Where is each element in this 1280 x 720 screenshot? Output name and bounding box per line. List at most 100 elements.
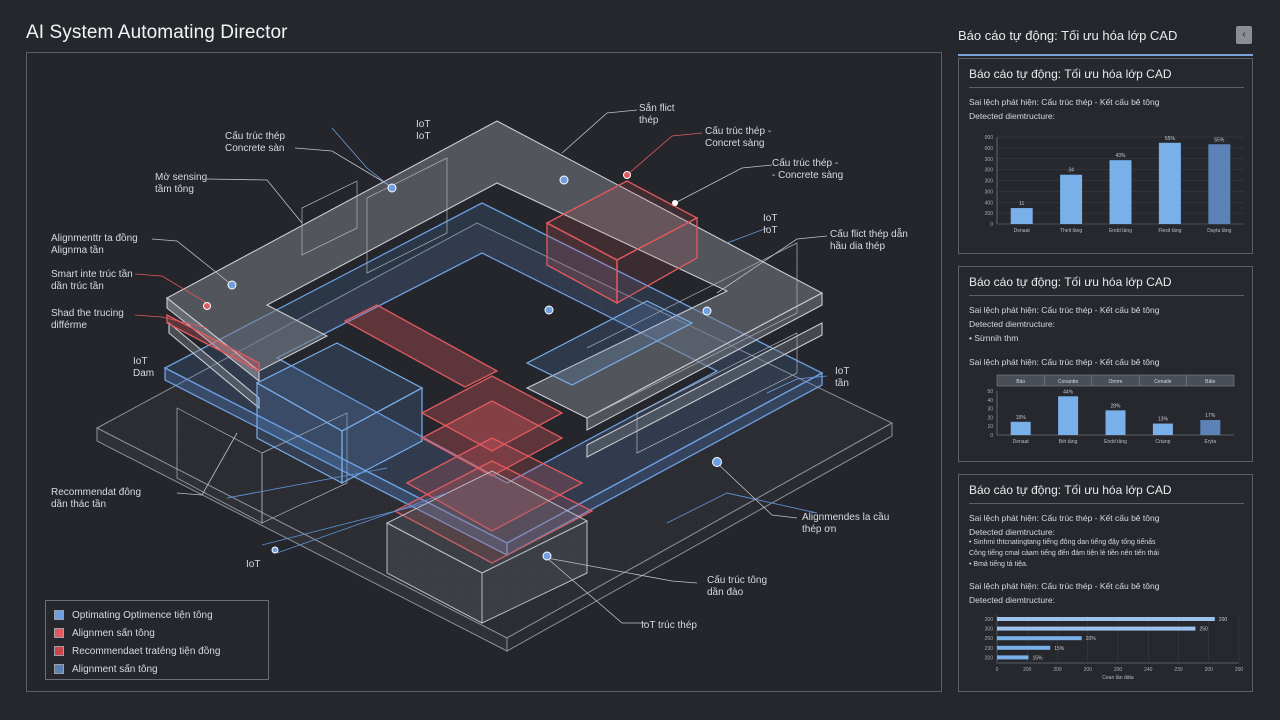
lower-box-structure bbox=[385, 470, 589, 624]
bar bbox=[997, 636, 1082, 641]
callout-iot-5[interactable]: IoT bbox=[246, 559, 261, 570]
card-subtitle: Sai lệch phát hiện: Cấu trúc thép - Kết … bbox=[969, 97, 1160, 107]
legend-swatch bbox=[54, 610, 64, 620]
iot-connection-lines bbox=[226, 467, 818, 554]
callout-steel-concrete-1[interactable]: Cấu trúc thép -Concret sàng bbox=[705, 126, 772, 149]
legend-label: Alignment sấn tông bbox=[72, 663, 158, 675]
legend-label: Optimating Optimence tiện tông bbox=[72, 609, 213, 621]
callout-iot-steel[interactable]: IoT trúc thép bbox=[641, 620, 697, 631]
legend-label: Recommendaet tratẻng tiện đồng bbox=[72, 645, 221, 657]
chevron-left-icon: ‹ bbox=[1242, 29, 1246, 40]
card-label: Detected diemtructure: bbox=[969, 111, 1055, 121]
callout-steel-concrete-2[interactable]: Cấu trúc thép -- Concrete sàng bbox=[772, 158, 844, 181]
bar bbox=[1010, 421, 1031, 435]
data-label: 20% bbox=[1086, 636, 1097, 642]
report-card-2[interactable]: Báo cáo tự động: Tối ưu hóa lớp CAD Sai … bbox=[958, 266, 1253, 462]
collapse-panel-button[interactable]: ‹ bbox=[1236, 26, 1252, 44]
card-label: Detected diemtructure: bbox=[969, 319, 1055, 329]
app-title: AI System Automating Director bbox=[26, 22, 288, 43]
x-tick-label: Dayta tầng bbox=[1207, 228, 1231, 234]
report-panel-header: Báo cáo tự động: Tối ưu hóa lớp CAD ‹ bbox=[958, 26, 1253, 56]
card-subtitle: Sai lệch phát hiện: Cấu trúc thép - Kết … bbox=[969, 513, 1160, 523]
bar bbox=[997, 655, 1029, 660]
data-label: 55% bbox=[1214, 137, 1225, 143]
card-bullet: • Bmá tiếng tả tiệa. bbox=[969, 561, 1028, 568]
facade-grid bbox=[176, 157, 798, 524]
data-label: 55% bbox=[1165, 136, 1176, 142]
x-tick-label: Denaat bbox=[1013, 439, 1030, 445]
report-panel-title: Báo cáo tự động: Tối ưu hóa lớp CAD bbox=[958, 28, 1178, 43]
x-tick-label: 200 bbox=[1053, 667, 1062, 673]
isometric-building-model[interactable] bbox=[27, 53, 943, 693]
iot-sensor-markers[interactable] bbox=[203, 171, 722, 561]
divider bbox=[969, 87, 1244, 88]
legend-item[interactable]: Alignment sấn tông bbox=[54, 660, 260, 678]
bar bbox=[1208, 144, 1231, 224]
upper-floor-slabs bbox=[166, 120, 824, 458]
y-tick-label: 200 bbox=[985, 617, 994, 623]
card-title: Báo cáo tự động: Tối ưu hóa lớp CAD bbox=[969, 67, 1172, 81]
y-tick-label: 40 bbox=[987, 398, 993, 404]
data-label: 200 bbox=[1219, 617, 1228, 623]
x-tick-label: Eryta bbox=[1204, 439, 1216, 445]
y-tick-label: 400 bbox=[985, 200, 994, 206]
x-tick-label: Endd tầng bbox=[1109, 228, 1132, 234]
y-tick-label: 300 bbox=[985, 189, 994, 195]
data-label: 28% bbox=[1110, 403, 1121, 409]
table-header-cell: Bảte bbox=[1205, 379, 1216, 385]
x-tick-label: Flesit tầng bbox=[1158, 228, 1181, 234]
legend-label: Alignmen sấn tông bbox=[72, 627, 155, 639]
x-tick-label: 230 bbox=[1174, 667, 1183, 673]
divider bbox=[969, 295, 1244, 296]
y-tick-label: 300 bbox=[985, 157, 994, 163]
y-tick-label: 30 bbox=[987, 407, 993, 413]
data-label: 15% bbox=[1032, 655, 1043, 661]
report-card-1[interactable]: Báo cáo tự động: Tối ưu hóa lớp CAD Sai … bbox=[958, 58, 1253, 254]
x-tick-label: Bét tầng bbox=[1059, 439, 1078, 445]
x-tick-label: 200 bbox=[1205, 667, 1214, 673]
table-header bbox=[996, 374, 1235, 387]
card-label-2: Detected diemtructure: bbox=[969, 595, 1055, 605]
y-tick-label: 200 bbox=[985, 211, 994, 217]
bar bbox=[1158, 142, 1181, 224]
card-title: Báo cáo tự động: Tối ưu hóa lớp CAD bbox=[969, 275, 1172, 289]
bar bbox=[997, 645, 1051, 650]
deviation-bar-chart: 020040030030030030000000011Denaat34Theit… bbox=[985, 135, 1244, 234]
divider bbox=[969, 503, 1244, 504]
card-bullet: Công tiếng cmal càam tiếng đến đám tiện … bbox=[969, 550, 1159, 557]
legend-item[interactable]: Recommendaet tratẻng tiện đồng bbox=[54, 642, 260, 660]
report-card-3[interactable]: Báo cáo tự động: Tối ưu hóa lớp CAD Sai … bbox=[958, 474, 1253, 692]
x-tick-label: Theit tầng bbox=[1060, 228, 1082, 234]
data-label: 43% bbox=[1115, 153, 1126, 159]
legend-swatch bbox=[54, 646, 64, 656]
legend-item[interactable]: Optimating Optimence tiện tông bbox=[54, 606, 260, 624]
bar bbox=[997, 626, 1196, 631]
y-tick-label: 20 bbox=[987, 415, 993, 421]
y-tick-label: 000 bbox=[985, 135, 994, 141]
legend-item[interactable]: Alignmen sấn tông bbox=[54, 624, 260, 642]
data-label: 17% bbox=[1205, 413, 1216, 419]
layer-legend: Optimating Optimence tiện tông Alignmen … bbox=[45, 600, 269, 680]
data-label: 11 bbox=[1019, 201, 1024, 207]
y-tick-label: 300 bbox=[985, 168, 994, 174]
bar bbox=[1200, 420, 1221, 435]
card-subtitle-2: Sai lệch phát hiện: Cấu trúc thép - Kết … bbox=[969, 357, 1160, 367]
card-bullet: • Sừnnih thm bbox=[969, 333, 1019, 343]
x-axis-label: Cean tần đảta bbox=[1102, 675, 1134, 681]
